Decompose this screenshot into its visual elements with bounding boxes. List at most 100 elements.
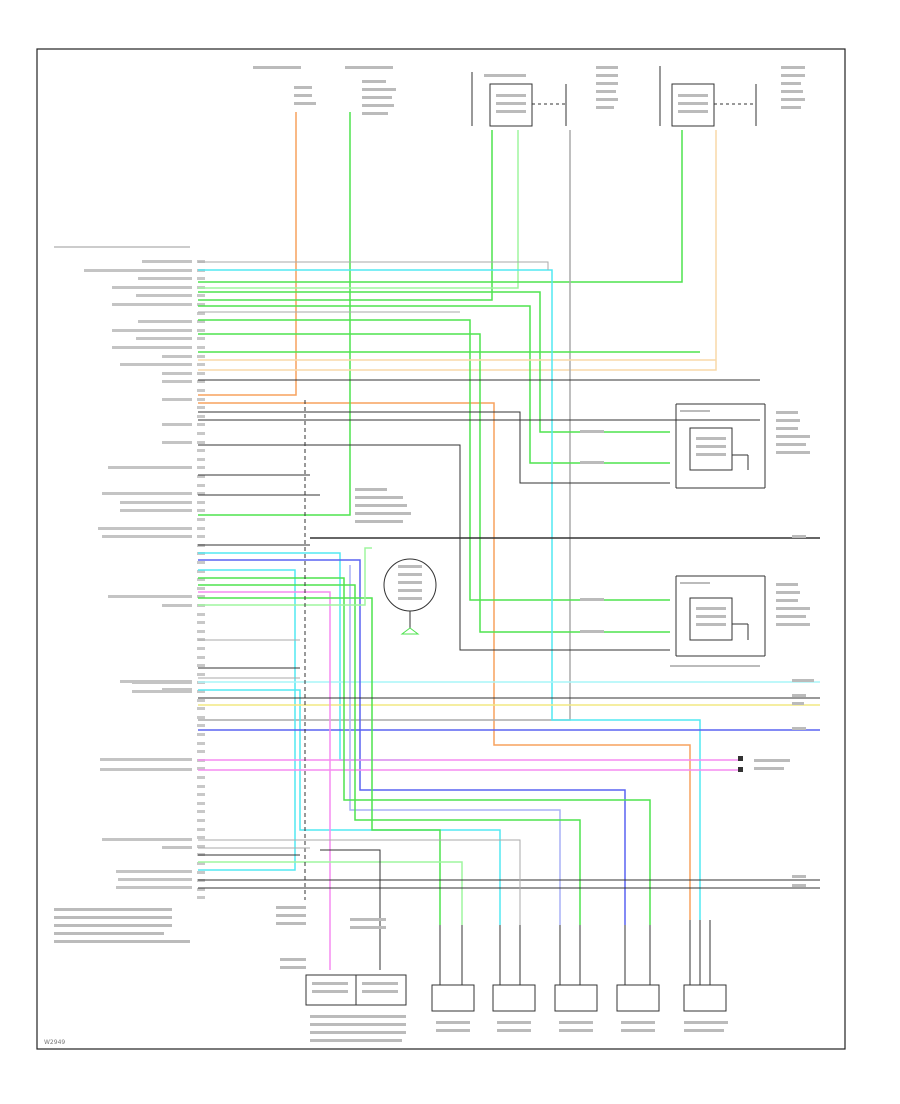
bottom-components xyxy=(305,974,727,1012)
right-sensor-labels xyxy=(580,410,810,667)
pin-number-bar xyxy=(197,888,205,891)
pin-number-bar xyxy=(197,518,205,521)
pin-label-bar xyxy=(112,329,192,332)
pin-number-bar xyxy=(197,312,205,315)
right-front-position-sensor xyxy=(659,66,757,127)
pin-number-bar xyxy=(197,785,205,788)
pin-number-bar xyxy=(197,398,205,401)
pin-number-bar xyxy=(197,303,205,306)
pin-label-bar xyxy=(138,320,192,323)
pin-label-bar xyxy=(116,870,192,873)
bottom-component-labels xyxy=(54,906,728,1042)
pin-number-bar xyxy=(197,690,205,693)
pin-number-bar xyxy=(197,372,205,375)
pin-label-bar xyxy=(108,466,192,469)
pin-number-bar xyxy=(197,535,205,538)
pin-number-bar xyxy=(197,724,205,727)
pin-label-bar xyxy=(102,838,192,841)
pin-number-bar xyxy=(197,802,205,805)
diagram-frame xyxy=(36,48,846,1050)
pin-number-bar xyxy=(197,767,205,770)
pin-label-bar xyxy=(162,846,192,849)
pin-label-bar xyxy=(108,595,192,598)
pin-number-bar xyxy=(197,423,205,426)
pin-number-bar xyxy=(197,810,205,813)
pin-number-bar xyxy=(197,527,205,530)
pin-number-bar xyxy=(197,595,205,598)
pin-number-bar xyxy=(197,501,205,504)
pin-number-bar xyxy=(197,621,205,624)
pin-label-bar xyxy=(162,423,192,426)
pin-label-bar xyxy=(116,886,192,889)
pin-number-bar xyxy=(197,355,205,358)
pin-number-bar xyxy=(197,475,205,478)
pin-label-bar xyxy=(142,260,192,263)
pin-label-bar xyxy=(162,380,192,383)
top-label-blocks xyxy=(253,66,805,115)
left-rear-position-sensor xyxy=(675,403,766,489)
pin-number-bar xyxy=(197,656,205,659)
pin-number-bar xyxy=(197,337,205,340)
pin-number-bar xyxy=(197,320,205,323)
pin-number-bar xyxy=(197,458,205,461)
pin-number-bar xyxy=(197,819,205,822)
pin-number-bar xyxy=(197,707,205,710)
pin-number-bar xyxy=(197,716,205,719)
pin-label-bar xyxy=(162,688,192,691)
pin-number-bar xyxy=(197,277,205,280)
pin-number-bar xyxy=(197,776,205,779)
sensor-box-labels xyxy=(496,94,708,113)
pin-number-bar xyxy=(197,793,205,796)
pin-number-bar xyxy=(197,492,205,495)
left-front-position-sensor xyxy=(471,72,567,127)
pin-number-bar xyxy=(197,449,205,452)
diagram-code: W2949 xyxy=(44,1039,65,1046)
pin-number-bar xyxy=(197,466,205,469)
module-pin-labels xyxy=(84,260,192,889)
pin-number-bar xyxy=(197,871,205,874)
pin-number-bar xyxy=(197,664,205,667)
pin-number-bar xyxy=(197,346,205,349)
pin-number-bar xyxy=(197,415,205,418)
pin-number-bar xyxy=(197,828,205,831)
bottom-connector-stubs xyxy=(439,920,711,985)
pin-label-bar xyxy=(100,768,192,771)
pin-label-bar xyxy=(120,363,192,366)
pin-label-bar xyxy=(102,535,192,538)
pin-number-bar xyxy=(197,406,205,409)
left-front-damper xyxy=(431,984,475,1012)
right-rear-position-sensor xyxy=(675,575,766,657)
fluid-sensor-labels xyxy=(355,488,422,600)
pin-number-bar xyxy=(197,363,205,366)
pin-label-bar xyxy=(84,269,192,272)
pin-number-bar xyxy=(197,742,205,745)
pin-label-bar xyxy=(162,398,192,401)
pin-label-bar xyxy=(162,604,192,607)
pin-label-bar xyxy=(102,492,192,495)
pin-label-bar xyxy=(112,346,192,349)
pin-label-bar xyxy=(100,758,192,761)
pin-label-bar xyxy=(162,355,192,358)
pin-label-bar xyxy=(120,509,192,512)
pin-number-bar xyxy=(197,673,205,676)
pin-number-bar xyxy=(197,750,205,753)
pin-number-bar xyxy=(197,836,205,839)
pin-number-bar xyxy=(197,561,205,564)
pin-number-bar xyxy=(197,441,205,444)
pin-label-bar xyxy=(162,372,192,375)
pin-number-bar xyxy=(197,329,205,332)
pin-number-bar xyxy=(197,845,205,848)
pin-number-bar xyxy=(197,570,205,573)
pin-number-bar xyxy=(197,509,205,512)
pin-number-bar xyxy=(197,380,205,383)
pin-label-bar xyxy=(138,277,192,280)
pin-label-bar xyxy=(118,878,192,881)
left-rear-damper xyxy=(554,984,598,1012)
wire-harness xyxy=(198,112,820,970)
pin-label-bar xyxy=(120,680,192,683)
right-rear-damper xyxy=(616,984,660,1012)
pin-label-bar xyxy=(162,441,192,444)
pin-number-bar xyxy=(197,862,205,865)
